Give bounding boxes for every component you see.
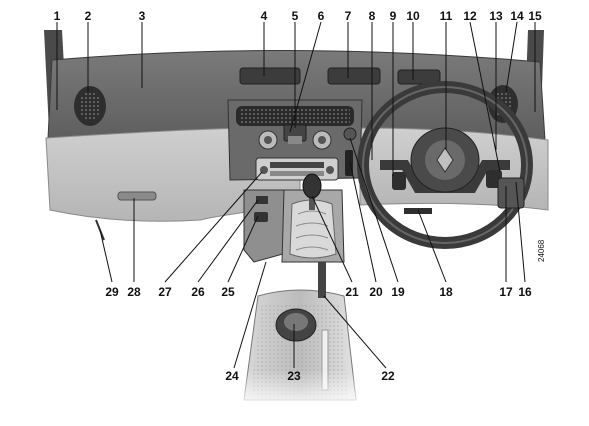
cup-holder-inner <box>284 313 308 331</box>
lower-console-left <box>243 189 291 263</box>
gear-boot <box>289 199 337 259</box>
knob-center <box>264 136 272 144</box>
side-control-panel <box>497 177 525 209</box>
glovebox-handle <box>117 191 157 201</box>
callout-7: 7 <box>345 9 352 23</box>
radio-display <box>270 162 324 168</box>
callout-25: 25 <box>221 285 235 299</box>
brand-badge <box>436 147 454 173</box>
steering-wheel-highlight <box>362 86 528 244</box>
callout-24: 24 <box>225 369 239 383</box>
callout-26: 26 <box>191 285 205 299</box>
card-reader <box>345 150 353 176</box>
callout-1: 1 <box>54 9 61 23</box>
center-display-right <box>327 67 381 85</box>
callout-4: 4 <box>261 9 268 23</box>
leader-lines <box>56 21 536 369</box>
callout-12: 12 <box>463 9 477 23</box>
callout-5: 5 <box>292 9 299 23</box>
start-button <box>343 127 357 141</box>
center-display-left <box>239 67 301 85</box>
callout-18: 18 <box>439 285 453 299</box>
callouts-top: 1 2 3 4 5 6 7 8 9 10 11 12 13 14 15 <box>54 9 542 23</box>
knob-center <box>318 136 326 144</box>
gear-knob <box>302 173 322 199</box>
callout-3: 3 <box>139 9 146 23</box>
callout-11: 11 <box>440 9 453 23</box>
radio-buttons <box>270 171 324 176</box>
callout-29: 29 <box>105 285 119 299</box>
callout-20: 20 <box>369 285 383 299</box>
callout-8: 8 <box>369 9 376 23</box>
callout-17: 17 <box>499 285 513 299</box>
callout-13: 13 <box>489 9 503 23</box>
callout-22: 22 <box>381 369 395 383</box>
left-stalk <box>392 172 406 190</box>
accessory-socket <box>254 212 268 222</box>
radio-unit <box>255 157 339 181</box>
callout-28: 28 <box>127 285 141 299</box>
left-vent-grille <box>79 92 101 120</box>
usb-socket <box>256 196 268 204</box>
callout-27: 27 <box>158 285 172 299</box>
console-fade <box>230 370 370 410</box>
callout-15: 15 <box>528 9 542 23</box>
callout-16: 16 <box>518 285 532 299</box>
callouts-console: 24 23 22 <box>225 369 395 383</box>
gear-boot-folds <box>295 210 329 251</box>
radio-knob-right <box>326 166 334 174</box>
callouts-bottom: 29 28 27 26 25 21 20 19 18 17 16 <box>105 285 532 299</box>
figure-code: 24068 <box>537 239 546 262</box>
callout-14: 14 <box>510 9 524 23</box>
callout-19: 19 <box>391 285 405 299</box>
control-button <box>288 136 302 144</box>
callout-9: 9 <box>390 9 397 23</box>
callout-23: 23 <box>287 369 301 383</box>
callout-10: 10 <box>406 9 420 23</box>
callout-6: 6 <box>318 9 325 23</box>
callout-2: 2 <box>85 9 92 23</box>
handbrake-lever <box>318 262 326 298</box>
display-panel <box>397 69 441 85</box>
callout-21: 21 <box>345 285 359 299</box>
